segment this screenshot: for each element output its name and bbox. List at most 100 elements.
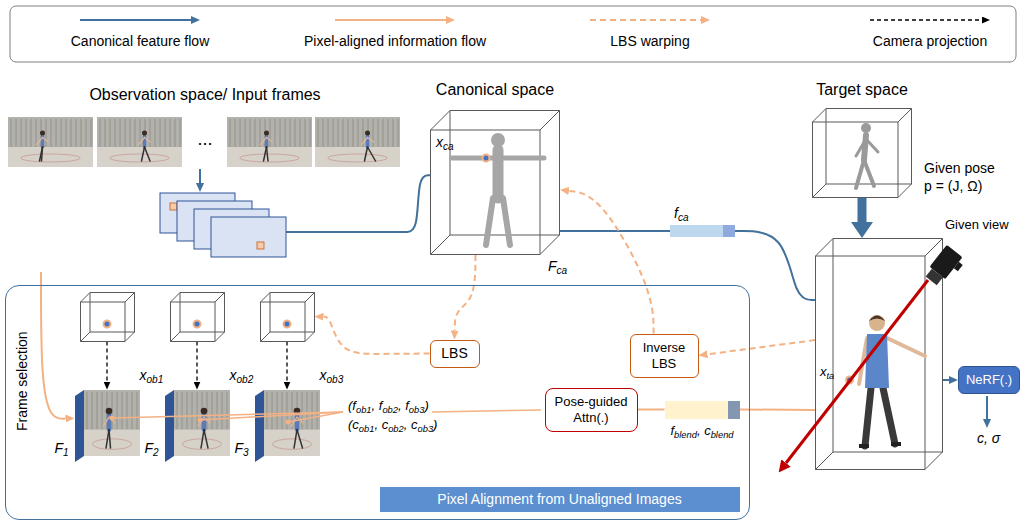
text-run: LBS — [441, 345, 467, 361]
text-run: , f — [372, 398, 383, 413]
curtain-fold — [221, 392, 222, 430]
figure-head — [869, 315, 885, 331]
connectors — [41, 175, 949, 418]
photo-ground — [174, 390, 230, 456]
space-cube: Canonical spacexcaFca — [430, 110, 560, 255]
feature-slab — [255, 390, 264, 462]
cube-edge — [215, 292, 225, 302]
legend-sample — [335, 19, 446, 21]
curtain-fold — [170, 119, 171, 147]
curtain-fold — [120, 119, 121, 147]
cube-edge — [925, 452, 943, 470]
legend-text: Canonical feature flow — [10, 33, 270, 50]
feature-map-label: F2 — [145, 440, 159, 459]
sample-point — [846, 377, 853, 384]
photo-ground — [315, 117, 400, 167]
figure-limb — [267, 147, 269, 161]
curtain-fold — [150, 119, 151, 147]
cube-edge — [540, 235, 560, 255]
section-heading: Target space — [762, 80, 962, 99]
text-run: F — [145, 440, 154, 456]
curtain-fold — [301, 392, 302, 430]
text-run: F — [235, 440, 244, 456]
figure-shoe — [859, 444, 869, 448]
curtain-fold — [81, 119, 82, 147]
curtain-fold — [56, 119, 57, 147]
curtain-fold — [281, 392, 282, 430]
subscript: ca — [557, 265, 568, 276]
text-run: , c — [404, 417, 418, 432]
point-label: xob2 — [230, 367, 254, 386]
curtain-fold — [160, 119, 161, 147]
connector — [286, 342, 287, 382]
feature-label: fca — [674, 205, 689, 224]
feature-slab — [75, 390, 84, 462]
text-run: x — [140, 367, 147, 383]
curtain-fold — [36, 119, 37, 147]
cube-edge — [816, 452, 834, 470]
cube-edge — [80, 332, 90, 342]
photo-ground — [8, 117, 93, 167]
cube-edge — [215, 332, 225, 342]
photo — [97, 117, 182, 167]
figure-head — [264, 131, 269, 136]
cube-front — [170, 302, 215, 342]
floor — [8, 147, 93, 167]
text-run: f — [674, 205, 678, 221]
figure-head — [365, 131, 370, 136]
cube-edge — [125, 332, 135, 342]
text-run: x — [436, 134, 443, 150]
illustration — [170, 292, 225, 342]
subscript: blend — [674, 429, 697, 439]
space-cube: xob1 — [80, 292, 135, 342]
text-run: , f — [398, 398, 409, 413]
module-box: Pose-guided Attn(.) — [545, 388, 638, 432]
curtain-fold — [216, 392, 217, 430]
cube-front — [813, 122, 899, 198]
output-label: c, σ — [977, 430, 1000, 447]
curtain-fold — [130, 119, 131, 147]
sample-line — [432, 410, 541, 412]
curtain-fold — [290, 119, 291, 147]
connector — [943, 379, 949, 381]
curtain-fold — [16, 119, 17, 147]
cube-back — [180, 292, 225, 332]
photo — [315, 117, 400, 167]
sample-point — [103, 320, 110, 327]
curtain-fold — [76, 119, 77, 147]
region-title: Frame selection — [14, 331, 31, 431]
feature-map-label: F1 — [55, 440, 69, 459]
curtain-fold — [61, 119, 62, 147]
text-run: Pose-guided Attn(.) — [555, 394, 628, 425]
feature-map: F3 — [255, 390, 320, 462]
floor — [264, 429, 320, 455]
curtain-fold — [316, 392, 317, 430]
figure-limb — [204, 429, 208, 447]
curtain-fold — [383, 119, 384, 147]
floor — [315, 147, 400, 167]
sample-point — [110, 416, 115, 421]
text-run: Canonical space — [436, 81, 554, 98]
subscript: 1 — [63, 446, 69, 457]
sample-point — [193, 320, 200, 327]
cube-edge — [431, 111, 451, 131]
curtain-fold — [226, 392, 227, 430]
curtain-fold — [51, 119, 52, 147]
figure-limb — [40, 147, 43, 161]
figure-limb — [368, 138, 374, 143]
pose-label: Given pose — [924, 160, 995, 177]
figure-head — [142, 131, 147, 136]
connector — [707, 340, 815, 354]
floor — [174, 429, 230, 455]
point-label: xca — [436, 134, 454, 153]
plane — [211, 217, 286, 257]
illustration — [75, 390, 140, 462]
volume-label: Fca — [548, 258, 567, 277]
photo — [174, 390, 230, 456]
figure-limb — [866, 139, 878, 152]
figure-limb — [267, 138, 273, 143]
figure-limb — [198, 417, 204, 426]
sample-point — [283, 320, 290, 327]
text-run: Inverse LBS — [643, 340, 686, 371]
module-box: LBS — [430, 340, 480, 368]
